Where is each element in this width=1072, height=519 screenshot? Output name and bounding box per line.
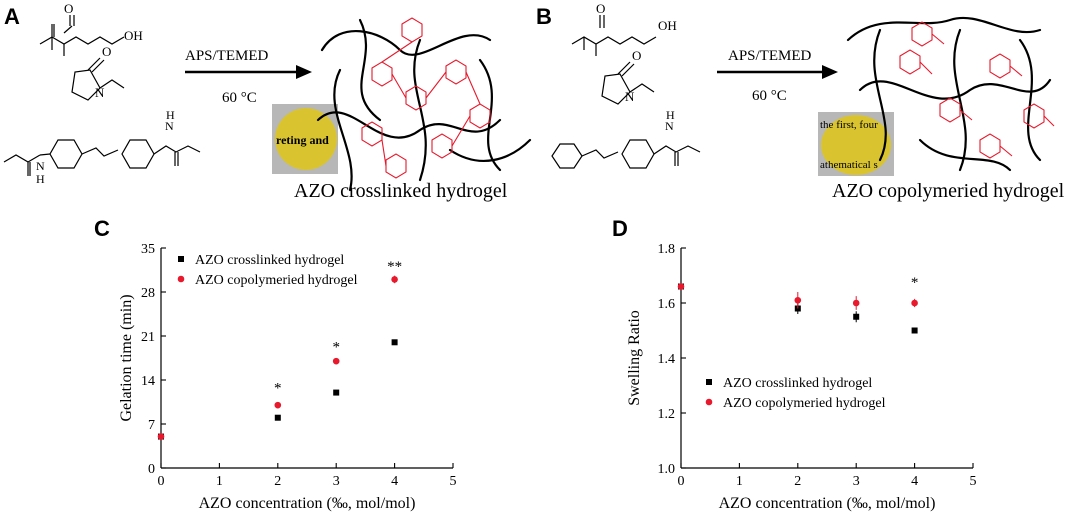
y-tick-label: 1.6 [658, 297, 676, 312]
x-tick-label: 0 [158, 474, 165, 489]
azo-monomer-structure: N H [551, 108, 701, 169]
hydrogel-photo-b: the first, four athematical s [818, 112, 894, 176]
caption-a: AZO crosslinked hydrogel [294, 180, 508, 202]
significance-marker: * [332, 339, 340, 355]
data-point-circle [677, 283, 685, 290]
legend-marker-square [706, 379, 712, 385]
data-point-square [853, 313, 860, 320]
x-tick-label: 1 [216, 474, 223, 489]
nvp-n-label: N [95, 85, 105, 100]
hema-structure-b: O OH [571, 1, 677, 56]
x-axis-title: AZO concentration (‰, mol/mol) [719, 495, 936, 512]
reaction-arrow-b: APS/TEMED 60 °C [717, 48, 838, 104]
y-tick-label: 1.0 [658, 462, 676, 477]
temperature-label-b: 60 °C [752, 88, 787, 104]
hema-structure-a: O OH [39, 1, 143, 56]
x-tick-label: 5 [970, 474, 977, 489]
x-tick-label: 3 [333, 474, 340, 489]
legend-label: AZO copolymeried hydrogel [195, 273, 358, 288]
legend-label: AZO crosslinked hydrogel [723, 376, 872, 391]
copolymer-network [846, 16, 1055, 172]
x-tick-label: 2 [274, 474, 281, 489]
data-point-circle [391, 276, 398, 283]
y-tick-label: 28 [141, 286, 155, 301]
data-point-square [333, 389, 340, 396]
y-tick-label: 35 [141, 242, 155, 257]
y-tick-label: 1.8 [658, 242, 676, 257]
data-point-circle [274, 401, 282, 409]
nvp-n-label-b: N [625, 89, 635, 104]
panel-letter-a: A [4, 4, 20, 29]
y-tick-label: 1.2 [658, 407, 676, 422]
y-axis-title: Swelling Ratio [626, 310, 643, 406]
legend-marker-circle [705, 398, 713, 406]
temperature-label-a: 60 °C [222, 90, 257, 106]
x-tick-label: 4 [911, 474, 918, 489]
nvp-o-label: O [102, 44, 111, 59]
significance-marker: * [274, 380, 282, 396]
crosslinker-h-right: H [166, 108, 175, 122]
legend-marker-circle [177, 275, 185, 283]
reagent-label-b: APS/TEMED [728, 48, 812, 64]
data-point-circle [332, 357, 340, 365]
x-tick-label: 2 [794, 474, 801, 489]
significance-marker: ** [387, 259, 402, 275]
monomer-h-label: H [666, 108, 675, 122]
nvp-structure-b: O N [601, 48, 655, 105]
legend-label: AZO copolymeried hydrogel [723, 396, 886, 411]
crosslinked-network [316, 17, 532, 192]
hema-oh-label: OH [124, 28, 143, 43]
x-tick-label: 4 [391, 474, 398, 489]
reaction-arrow-a: APS/TEMED 60 °C [185, 48, 312, 106]
y-tick-label: 7 [148, 418, 155, 433]
caption-b: AZO copolymeried hydrogel [832, 180, 1065, 202]
crosslinker-h-left: H [36, 172, 45, 186]
data-point-circle [157, 433, 165, 440]
crosslinker-n-right: N [165, 119, 174, 133]
crosslinker-n-left: N [36, 159, 45, 173]
x-tick-label: 0 [678, 474, 685, 489]
data-point-square [274, 414, 281, 421]
monomer-n-label: N [665, 119, 674, 133]
x-tick-label: 5 [450, 474, 457, 489]
nvp-o-label-b: O [632, 48, 641, 63]
hydrogel-photo-a: reting and [272, 104, 338, 174]
data-point-square [911, 327, 918, 334]
data-point-circle [911, 299, 918, 307]
x-tick-label: 1 [736, 474, 743, 489]
panel-b: B O OH O N N H APS/TEMED 60 °C [536, 1, 1065, 202]
panel-letter-c: C [94, 216, 110, 241]
data-point-square [391, 339, 398, 346]
nvp-structure-a: O N [71, 44, 125, 101]
photo-text-a: reting and [276, 133, 329, 147]
x-tick-label: 3 [853, 474, 860, 489]
y-axis-title: Gelation time (min) [118, 294, 135, 421]
significance-marker: * [911, 275, 919, 291]
legend-marker-square [178, 256, 184, 262]
hema-o-label-b: O [596, 1, 605, 16]
panel-letter-d: D [612, 216, 628, 241]
photo-text-b-2: athematical s [820, 159, 878, 171]
data-point-circle [852, 299, 860, 307]
panel-letter-b: B [536, 4, 552, 29]
panel-a: A O OH O N N H N H [3, 1, 532, 202]
x-axis-title: AZO concentration (‰, mol/mol) [199, 495, 416, 512]
y-tick-label: 21 [141, 330, 155, 345]
y-tick-label: 0 [148, 462, 155, 477]
y-tick-label: 1.4 [658, 352, 676, 367]
y-tick-label: 14 [141, 374, 155, 389]
hema-oh-label-b: OH [658, 18, 677, 33]
azo-crosslinker-structure: N H N H [3, 108, 201, 186]
photo-text-b-1: the first, four [820, 119, 878, 131]
hema-o-label: O [64, 1, 73, 16]
legend-label: AZO crosslinked hydrogel [195, 253, 344, 268]
reagent-label-a: APS/TEMED [185, 48, 269, 64]
data-point-circle [794, 296, 802, 304]
